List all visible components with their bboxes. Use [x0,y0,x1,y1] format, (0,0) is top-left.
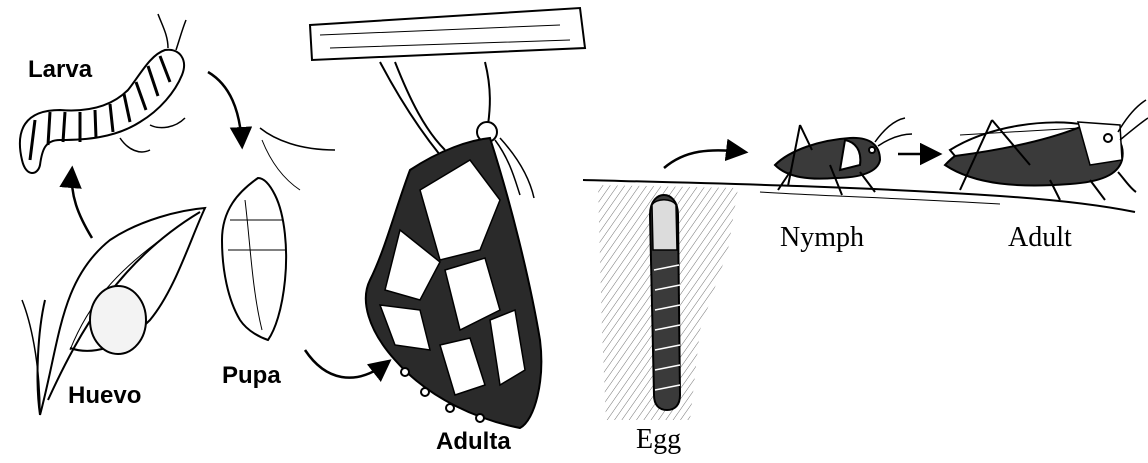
grasshopper-nymph [775,118,912,195]
grasshopper-adult [945,100,1148,200]
label-larva: Larva [28,58,92,82]
egg-pod [650,195,680,410]
caterpillar-larva [20,14,186,173]
egg-huevo [90,286,146,354]
label-adult: Adult [1008,224,1072,252]
label-adulta: Adulta [436,430,511,454]
label-nymph: Nymph [780,224,864,252]
arrow-larva-to-pupa [208,72,242,145]
label-pupa: Pupa [222,364,281,388]
branch [310,8,585,60]
label-huevo: Huevo [68,384,141,408]
butterfly-adulta [366,62,541,428]
arrow-egg-to-nymph [664,150,744,168]
arrow-pupa-to-adulta [305,350,388,378]
chrysalis-pupa [222,128,335,340]
arrow-huevo-to-larva [72,170,92,238]
label-egg: Egg [636,426,681,454]
